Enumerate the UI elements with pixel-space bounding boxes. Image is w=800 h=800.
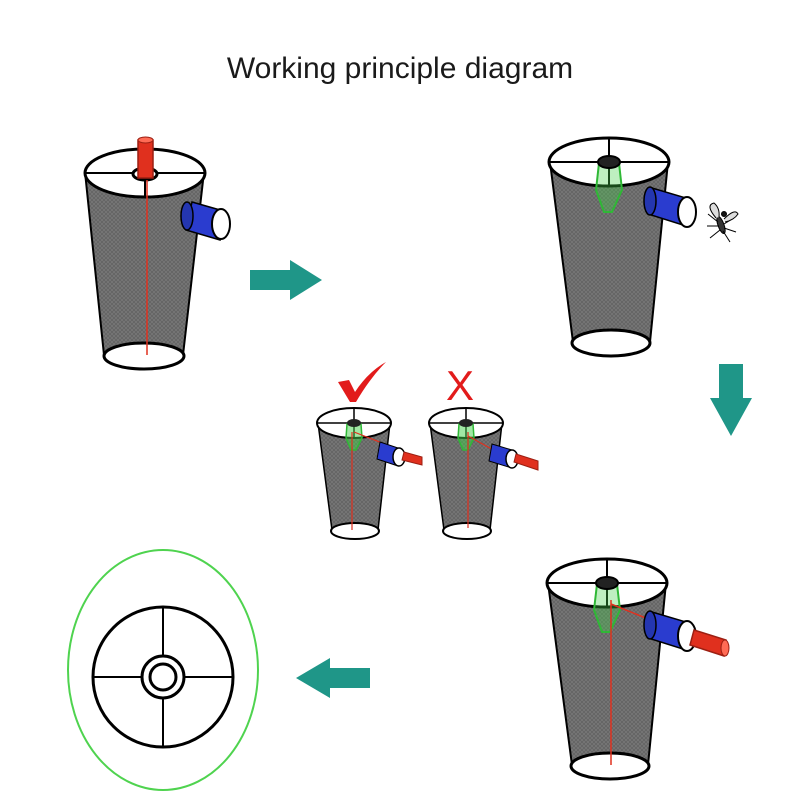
trap-step-2 (547, 136, 739, 358)
trap-bottom-ring (102, 341, 186, 371)
wrong-mark: X (446, 362, 474, 409)
red-rod (401, 451, 423, 466)
red-rod (513, 453, 539, 471)
trap-center-hole (597, 155, 621, 169)
trap-bottom-ring (442, 522, 492, 540)
trap-bottom-ring (569, 751, 651, 781)
trap-correct-example (316, 407, 423, 540)
top-view-detail (67, 549, 259, 791)
trap-wrong-example (428, 407, 539, 540)
trap-step-1 (83, 136, 231, 371)
mosquito-icon (707, 202, 739, 243)
arrow-icon (250, 260, 322, 300)
red-rod (137, 139, 154, 179)
check-mark-icon (338, 362, 386, 402)
trap-body (83, 171, 206, 356)
trap-bottom-ring (570, 328, 652, 358)
diagram-title: Working principle diagram (226, 52, 574, 85)
green-funnel (345, 423, 363, 451)
correct-mark: ✔ (0, 0, 1, 1)
trap-bottom-ring (330, 522, 380, 540)
arrow-icon (296, 658, 370, 698)
arrow-icon (710, 364, 752, 436)
trap-step-3 (545, 557, 730, 781)
cross-mark-icon: X (446, 362, 474, 409)
trap-center-hole (595, 576, 619, 590)
red-rod (689, 629, 727, 657)
